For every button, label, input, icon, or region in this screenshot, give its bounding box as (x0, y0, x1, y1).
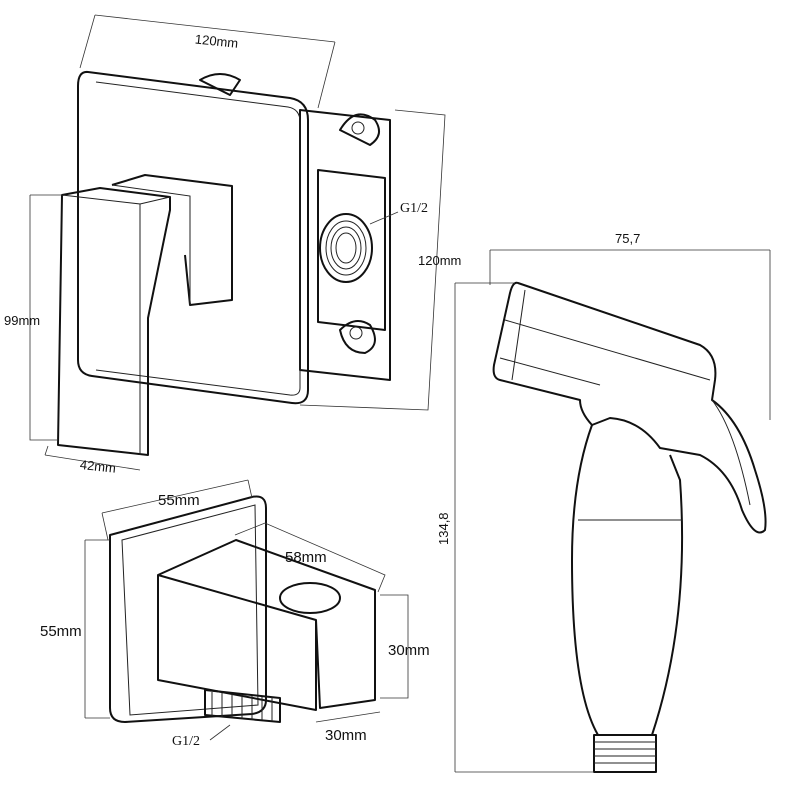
valve-handle-base (111, 174, 233, 306)
elbow-wall-plate (109, 495, 267, 723)
valve-box (299, 109, 391, 381)
elbow-plate-width-label: 55mm (158, 492, 200, 509)
valve-width-label: 120mm (194, 31, 239, 50)
valve-height-label: 120mm (418, 253, 461, 268)
wall-elbow: 55mm 58mm 55mm 30mm 30mm G1/2 (40, 479, 430, 749)
concealed-valve: 120mm 120mm 99mm 42mm G1/2 (4, 14, 461, 476)
valve-thread-port (319, 213, 373, 283)
elbow-plate-height-label: 55mm (40, 623, 82, 640)
elbow-body-height-label: 30mm (388, 642, 430, 659)
valve-thread-label: G1/2 (400, 201, 428, 216)
elbow-holder-opening (279, 582, 341, 614)
valve-cover-plate (77, 70, 309, 405)
sprayer-head (492, 281, 767, 534)
elbow-body-width-label: 30mm (325, 727, 367, 744)
hand-sprayer: 75,7 134,8 (436, 231, 771, 773)
sprayer-thread (593, 734, 657, 773)
sprayer-height-label: 134,8 (436, 512, 451, 545)
valve-handle-height-label: 99mm (4, 313, 40, 328)
valve-box-inner (317, 169, 386, 331)
valve-handle-depth-label: 42mm (79, 457, 116, 476)
valve-lever (57, 187, 171, 456)
mount-lug-top-left (199, 73, 241, 96)
elbow-depth-label: 58mm (285, 549, 327, 566)
mount-lug-top (339, 113, 380, 146)
mount-lug-bottom (339, 320, 376, 354)
elbow-thread-label: G1/2 (172, 734, 200, 749)
sprayer-handle (571, 424, 684, 736)
sprayer-width-label: 75,7 (615, 231, 640, 246)
elbow-thread (204, 689, 281, 723)
